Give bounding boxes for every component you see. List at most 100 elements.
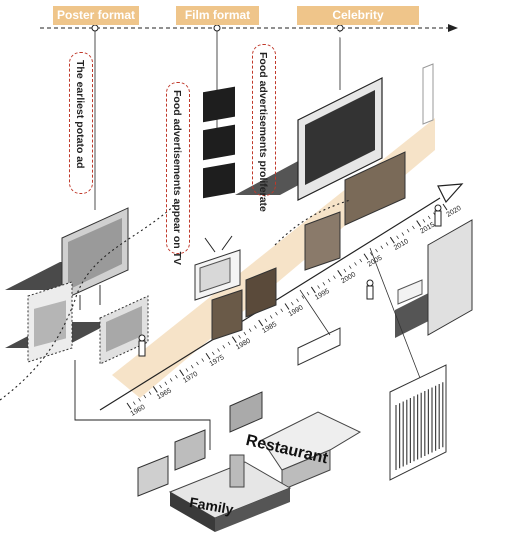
film-frame-3 (203, 162, 235, 199)
print-ad-2-image (106, 306, 142, 352)
timeline-minor-tick (138, 398, 141, 402)
timeline-major-tick (126, 402, 132, 410)
timeline-minor-tick (322, 282, 326, 286)
timeline-major-tick (179, 369, 185, 377)
figure-mid (366, 279, 374, 300)
lower-photo-2 (174, 429, 206, 471)
family-model-right (215, 488, 290, 532)
timeline-major-tick (442, 203, 448, 211)
timeline-minor-tick (254, 325, 257, 329)
timeline-year-label: 2010 (393, 238, 410, 252)
timeline-minor-tick (132, 401, 136, 405)
timeline-minor-tick (169, 378, 173, 382)
photo-1980-ad (211, 289, 243, 341)
timeline-year-label: 1970 (182, 371, 199, 385)
timeline-minor-tick (248, 328, 252, 332)
timeline-minor-tick (327, 278, 331, 283)
timeline-major-tick (310, 286, 316, 294)
photo-portrait-ad (304, 211, 341, 271)
timeline-year-label: 1980 (235, 337, 252, 351)
timeline-year-label: 1985 (261, 321, 278, 335)
timeline-minor-tick (164, 381, 168, 385)
context-curve-2 (274, 199, 351, 246)
timeline-minor-tick (211, 351, 215, 356)
timeline-minor-tick (396, 235, 399, 240)
timeline-year-label: 1995 (314, 288, 331, 302)
tv-screen (199, 257, 231, 293)
lower-connector (74, 360, 211, 450)
timeline-minor-tick (243, 331, 247, 336)
timeline-minor-tick (280, 308, 284, 313)
timeline-minor-tick (317, 285, 320, 289)
timeline-minor-tick (185, 368, 189, 372)
timeline-minor-tick (359, 258, 363, 263)
timeline-minor-tick (238, 335, 241, 339)
timeline-minor-tick (412, 225, 415, 230)
lower-photo-3 (229, 391, 263, 433)
timeline-major-tick (363, 253, 369, 261)
timeline-major-tick (389, 236, 395, 244)
timeline-minor-tick (296, 298, 299, 303)
timeline-major-tick (231, 336, 237, 343)
timeline-minor-tick (175, 374, 178, 379)
timeline-minor-tick (385, 242, 389, 246)
right-info-tag (397, 279, 423, 305)
timeline-major-tick (416, 220, 422, 227)
family-model-left (170, 492, 215, 532)
tv-antenna-left (204, 237, 216, 253)
timeline-year-label: 1990 (288, 304, 305, 318)
bar-code-leader (369, 247, 421, 379)
timeline-minor-tick (227, 341, 231, 346)
callout-frame-potato (69, 52, 93, 194)
timeline-minor-tick (217, 348, 220, 352)
top-timeline-arrowhead (448, 24, 458, 32)
header-film-format: Film format (176, 6, 259, 25)
timeline-major-tick (337, 270, 343, 277)
celebrity-poster-image (305, 90, 375, 185)
annotation-1990-box (297, 327, 341, 366)
timeline-minor-tick (333, 275, 336, 279)
timeline-minor-tick (196, 361, 199, 366)
callout-tv-ads: Food advertisements appear on TV (171, 90, 183, 266)
timeline-year-label: 1960 (130, 404, 147, 418)
timeline-minor-tick (401, 232, 405, 236)
timeline-minor-tick (406, 229, 410, 233)
lower-photo-1 (137, 455, 169, 497)
timeline-minor-tick (275, 311, 278, 316)
timeline-minor-tick (290, 301, 294, 306)
film-frame-1 (203, 86, 235, 123)
main-timeline-arrowhead (437, 183, 464, 204)
timeline-major-tick (258, 319, 264, 327)
figure-right (434, 204, 442, 227)
timeline-major-tick (284, 303, 290, 310)
timeline-year-label: 2020 (446, 205, 463, 219)
timeline-minor-tick (375, 248, 378, 253)
timeline-minor-tick (190, 365, 194, 369)
timeline-minor-tick (159, 384, 162, 389)
callout-proliferate: Food advertisements proliferate (257, 52, 269, 212)
restaurant-model (261, 411, 362, 471)
right-panel-blank (422, 63, 434, 125)
timeline-year-label: 2000 (340, 271, 357, 285)
callout-frame-tv (166, 82, 190, 254)
bar-code-bars (395, 382, 444, 470)
timeline-year-label: 2015 (419, 221, 436, 235)
timeline-minor-tick (306, 292, 310, 296)
timeline-minor-tick (264, 318, 268, 322)
tv-antenna-right (221, 235, 233, 251)
film-node (213, 24, 221, 32)
family-model-tower (229, 454, 245, 488)
timeline-minor-tick (143, 394, 147, 399)
poster-node (91, 24, 99, 32)
timeline-minor-tick (269, 315, 273, 319)
billboard-image (68, 218, 122, 290)
timeline-minor-tick (369, 252, 373, 256)
header-celebrity-endorsements: Celebrity endorsements (297, 6, 419, 41)
film-frame-2 (203, 124, 235, 161)
timeline-minor-tick (301, 295, 305, 299)
film-strips (203, 86, 235, 199)
print-ad-image (34, 300, 66, 347)
timeline-major-tick (152, 386, 158, 393)
